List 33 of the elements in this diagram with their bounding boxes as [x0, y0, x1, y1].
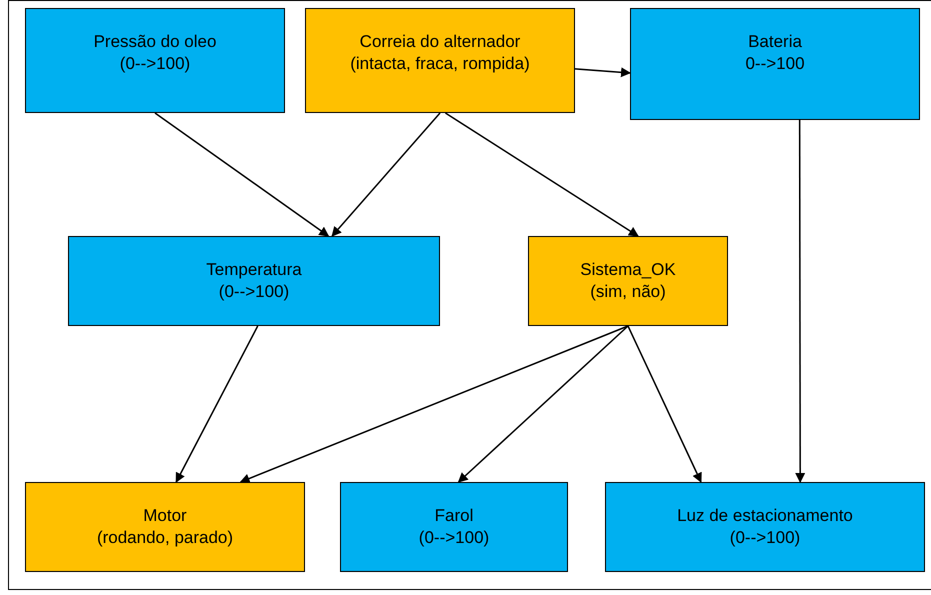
arrow [331, 112, 441, 237]
node-title: Farol [434, 505, 474, 527]
node-states: (0-->100) [418, 527, 490, 549]
variable-box [25, 482, 305, 572]
node-title: Luz de estacionamento [677, 505, 853, 527]
node-title: Bateria [748, 31, 802, 53]
node-title: Temperatura [206, 259, 302, 281]
node-states: (0-->100) [218, 281, 290, 303]
node-states: 0-->100 [745, 53, 805, 75]
variable-box [630, 8, 920, 120]
node-states: (intacta, fraca, rompida) [350, 53, 530, 75]
arrow [154, 112, 330, 237]
variable-box [305, 8, 575, 113]
arrow [627, 326, 702, 483]
variable-box [68, 236, 440, 326]
node-title: Sistema_OK [580, 259, 676, 281]
variable-box [340, 482, 568, 572]
variable-box [25, 8, 285, 113]
arrow [240, 325, 628, 484]
arrow [795, 120, 806, 483]
arrow [458, 325, 628, 483]
node-states: (0-->100) [120, 53, 190, 75]
node-states: (0-->100) [730, 527, 800, 549]
variable-box [528, 236, 728, 326]
node-states: (rodando, parado) [96, 527, 234, 549]
arrow [574, 67, 631, 78]
arrow [445, 112, 639, 237]
node-title: Motor [143, 505, 187, 527]
arrow [176, 326, 258, 483]
node-title: Pressão do oleo [94, 31, 216, 53]
variable-box [605, 482, 925, 572]
node-title: Correia do alternador [360, 31, 520, 53]
node-states: (sim, não) [590, 281, 666, 303]
